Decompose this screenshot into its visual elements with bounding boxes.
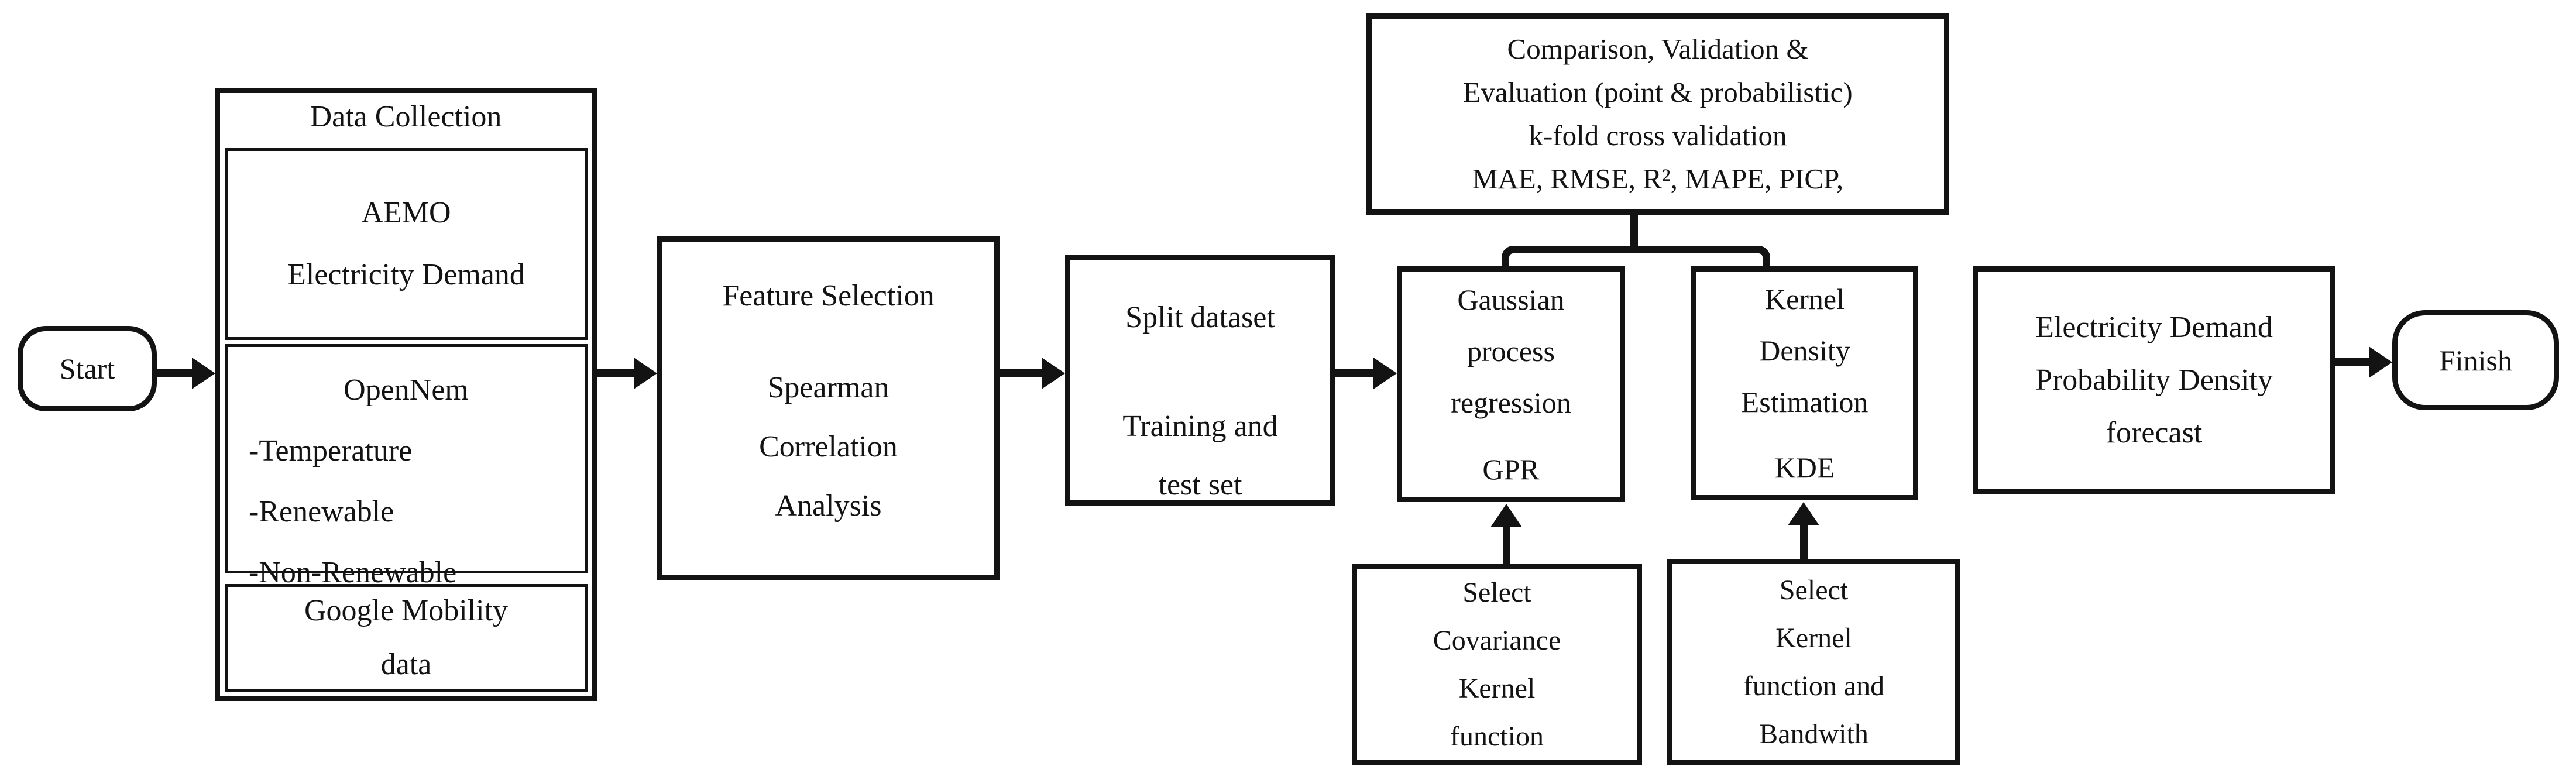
evaluation-line: Evaluation (point & probabilistic) [1463, 76, 1853, 108]
select-kernel-line: Select [1779, 574, 1849, 606]
select-covariance-box: Select Covariance Kernel function [1352, 564, 1642, 765]
google-mobility-line: Google Mobility [304, 594, 509, 627]
start-label: Start [59, 352, 115, 385]
arrow-shaft [597, 369, 635, 377]
arrow-up-icon [1490, 504, 1522, 527]
gpr-line: regression [1451, 386, 1571, 419]
select-kernel-line: Bandwith [1759, 718, 1869, 750]
start-node: Start [18, 326, 157, 411]
arrow-shaft [157, 369, 193, 377]
arrow-right-icon [1373, 358, 1397, 389]
feature-selection-box: Feature Selection Spearman Correlation A… [657, 236, 1000, 580]
google-mobility-box: Google Mobility data [225, 584, 588, 692]
kde-line: Kernel [1764, 283, 1845, 315]
branch-connector [1502, 246, 1770, 270]
arrow-shaft [2335, 358, 2370, 366]
select-covariance-line: function [1450, 720, 1544, 752]
split-dataset-title: Split dataset [1125, 301, 1275, 334]
split-dataset-line: Training and [1122, 410, 1278, 443]
opennem-items: -Temperature -Renewable -Non-Renewable [228, 421, 585, 603]
split-dataset-body: Training and test set [1122, 397, 1277, 514]
google-mobility-line: data [380, 648, 432, 681]
opennem-item: -Non-Renewable [249, 556, 457, 589]
forecast-line: Probability Density [2035, 363, 2273, 397]
arrow-right-icon [192, 358, 215, 389]
gpr-line: process [1467, 334, 1555, 367]
opennem-item: -Temperature [249, 434, 413, 468]
branch-stem [1630, 209, 1638, 252]
gpr-box: Gaussian process regression GPR [1397, 266, 1625, 502]
arrow-shaft [998, 369, 1043, 377]
gpr-line: Gaussian [1457, 283, 1565, 316]
forecast-box: Electricity Demand Probability Density f… [1973, 266, 2335, 494]
select-kernel-line: Kernel [1775, 622, 1852, 654]
select-covariance-line: Covariance [1433, 624, 1561, 656]
arrow-shaft [1800, 524, 1808, 560]
select-kernel-line: function and [1743, 670, 1885, 702]
kde-box: Kernel Density Estimation KDE [1691, 266, 1918, 500]
aemo-line: Electricity Demand [287, 258, 525, 291]
aemo-line: AEMO [361, 196, 451, 229]
feature-selection-body: Spearman Correlation Analysis [759, 358, 898, 535]
gpr-abbr: GPR [1482, 452, 1540, 486]
evaluation-box: Comparison, Validation & Evaluation (poi… [1366, 13, 1949, 215]
data-collection-title: Data Collection [310, 100, 502, 133]
opennem-item: -Renewable [249, 495, 394, 528]
opennem-box: OpenNem -Temperature -Renewable -Non-Ren… [225, 344, 588, 589]
forecast-line: forecast [2106, 416, 2203, 449]
select-kernel-box: Select Kernel function and Bandwith [1667, 559, 1960, 765]
opennem-title: OpenNem [344, 373, 469, 407]
kde-line: Density [1759, 334, 1850, 367]
arrow-right-icon [2369, 346, 2392, 378]
arrow-right-icon [634, 358, 657, 389]
feature-selection-title: Feature Selection [722, 279, 935, 312]
arrow-shaft [1334, 369, 1375, 377]
select-covariance-line: Kernel [1458, 672, 1536, 704]
kde-line: Estimation [1741, 386, 1869, 418]
arrow-up-icon [1788, 502, 1819, 525]
forecast-line: Electricity Demand [2035, 311, 2273, 344]
evaluation-line: MAE, RMSE, R², MAPE, PICP, [1472, 163, 1844, 195]
arrow-right-icon [1042, 358, 1065, 389]
finish-node: Finish [2392, 310, 2559, 410]
evaluation-line: k-fold cross validation [1529, 119, 1787, 152]
feature-selection-line: Analysis [775, 489, 882, 523]
aemo-box: AEMO Electricity Demand [225, 148, 588, 340]
evaluation-line: Comparison, Validation & [1507, 33, 1809, 65]
split-dataset-line: test set [1158, 468, 1242, 501]
feature-selection-line: Spearman [767, 371, 889, 404]
select-covariance-line: Select [1462, 576, 1531, 608]
split-dataset-box: Split dataset Training and test set [1065, 255, 1335, 506]
feature-selection-line: Correlation [759, 430, 898, 463]
kde-abbr: KDE [1774, 451, 1835, 484]
arrow-shaft [1503, 525, 1510, 565]
finish-label: Finish [2438, 343, 2513, 377]
